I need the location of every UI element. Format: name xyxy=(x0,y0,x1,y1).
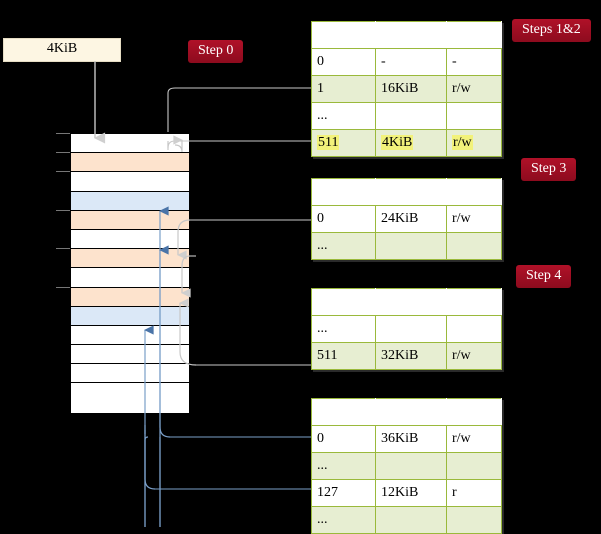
memory-frame-row xyxy=(71,345,189,365)
table-cell: 36KiB xyxy=(375,425,447,453)
memory-tick xyxy=(56,248,70,249)
table-cell: r/w xyxy=(446,342,502,370)
memory-tick xyxy=(56,171,70,172)
memory-frame-row xyxy=(71,134,189,154)
memory-tick xyxy=(56,287,70,288)
table-cell: 16KiB xyxy=(375,75,447,103)
table-header-frame: Frame xyxy=(375,21,447,49)
table-header-frame: Frame xyxy=(375,178,447,206)
table-row: ... xyxy=(311,506,502,534)
table-cell: 32KiB xyxy=(375,342,447,370)
table-cell: 0 xyxy=(311,205,376,233)
memory-frame-row xyxy=(71,306,189,326)
table-cell: ... xyxy=(311,102,376,130)
table-header-index: Index xyxy=(311,288,376,316)
table-header-index: Index xyxy=(311,21,376,49)
physical-memory-column xyxy=(70,133,190,414)
table-cell xyxy=(375,315,447,343)
memory-frame-row xyxy=(71,229,189,250)
table-row: 0-- xyxy=(311,48,502,76)
memory-tick xyxy=(56,133,70,134)
table-cell: r/w xyxy=(446,75,502,103)
table-cell xyxy=(375,452,447,480)
table-row: ... xyxy=(311,232,502,260)
table-cell: 127 xyxy=(311,479,376,507)
badge-steps-1-2: Steps 1&2 xyxy=(512,19,591,42)
badge-step-0-label: Step 0 xyxy=(198,43,234,58)
table-cell xyxy=(375,232,447,260)
table-cell: r xyxy=(446,479,502,507)
table-cell xyxy=(446,232,502,260)
badge-step-3-label: Step 3 xyxy=(531,161,567,176)
badge-step-3: Step 3 xyxy=(521,158,577,181)
memory-frame-row xyxy=(71,364,189,384)
memory-frame-row xyxy=(71,325,189,346)
memory-frame-row xyxy=(71,210,189,230)
table-cell: 4KiB xyxy=(375,129,447,157)
highlighted-value: r/w xyxy=(452,135,473,150)
memory-frame-row xyxy=(71,191,189,211)
table-header-flags: Flags xyxy=(446,178,502,206)
memory-frame-row xyxy=(71,249,189,269)
table-header-index: Index xyxy=(311,178,376,206)
memory-frame-row xyxy=(71,153,189,173)
badge-steps-1-2-label: Steps 1&2 xyxy=(522,22,581,37)
table-cell: 0 xyxy=(311,425,376,453)
table-row: ... xyxy=(311,315,502,343)
highlighted-value: 511 xyxy=(317,135,340,150)
table-cell: 12KiB xyxy=(375,479,447,507)
highlighted-value: 4KiB xyxy=(381,135,414,150)
table-cell xyxy=(446,102,502,130)
table-cell xyxy=(446,452,502,480)
table-cell xyxy=(446,506,502,534)
table-cell: 511 xyxy=(311,129,376,157)
table-cell: 511 xyxy=(311,342,376,370)
table-header-flags: Flags xyxy=(446,21,502,49)
table-cell: r/w xyxy=(446,425,502,453)
badge-step-0: Step 0 xyxy=(188,40,244,63)
table-cell xyxy=(446,315,502,343)
table-header-frame: Frame xyxy=(375,398,447,426)
table-cell: r/w xyxy=(446,129,502,157)
table-cell: ... xyxy=(311,452,376,480)
table-cell: 1 xyxy=(311,75,376,103)
badge-step-4: Step 4 xyxy=(516,265,572,288)
table-header-flags: Flags xyxy=(446,288,502,316)
table-cell xyxy=(375,102,447,130)
source-address-label: 4KiB xyxy=(46,41,78,56)
table-cell: 24KiB xyxy=(375,205,447,233)
badge-step-4-label: Step 4 xyxy=(526,268,562,283)
table-cell xyxy=(375,506,447,534)
table-cell: ... xyxy=(311,506,376,534)
memory-frame-row xyxy=(71,383,189,403)
memory-frame-row xyxy=(71,287,189,307)
memory-tick xyxy=(56,152,70,153)
table-header-frame: Frame xyxy=(375,288,447,316)
memory-frame-row xyxy=(71,268,189,288)
table-cell: ... xyxy=(311,315,376,343)
memory-tick xyxy=(56,210,70,211)
table-cell: ... xyxy=(311,232,376,260)
table-row: 511 4KiB r/w xyxy=(311,129,502,157)
table-cell: 0 xyxy=(311,48,376,76)
table-header-index: Index xyxy=(311,398,376,426)
table-header-flags: Flags xyxy=(446,398,502,426)
source-address-box: 4KiB xyxy=(3,38,121,62)
table-cell: - xyxy=(375,48,447,76)
table-row: ... xyxy=(311,102,502,130)
memory-frame-row xyxy=(71,172,189,192)
table-cell: - xyxy=(446,48,502,76)
table-cell: r/w xyxy=(446,205,502,233)
table-row: ... xyxy=(311,452,502,480)
